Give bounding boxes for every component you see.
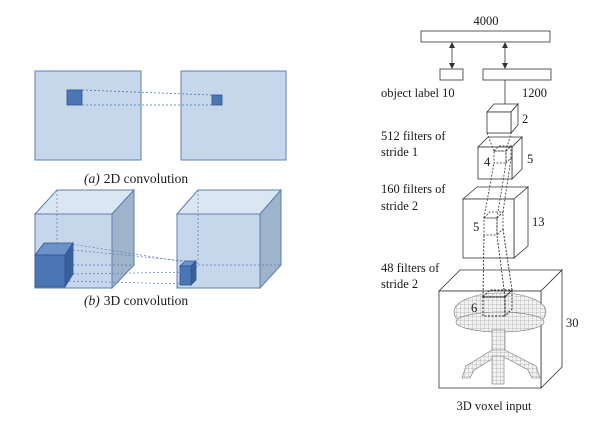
input-receptive-field: [481, 228, 514, 318]
caption-2d-text: 2D convolution: [104, 171, 189, 186]
input-caption: 3D voxel input: [457, 399, 533, 413]
conv2d-output-unit: [211, 94, 223, 106]
layer3-filters-line2: stride 1: [381, 145, 418, 159]
double-arrow-label: [449, 42, 455, 69]
conv2d-input-map: [34, 70, 142, 161]
conv2d-panel: [34, 70, 287, 161]
conv3d-output-unit: [179, 260, 197, 286]
layer1-filters-line2: stride 2: [381, 277, 418, 291]
fc4000-label: 4000: [474, 14, 499, 28]
layer3-cube: [486, 102, 519, 135]
layer1-size-label: 13: [532, 215, 545, 229]
conv3d-panel: [33, 188, 283, 290]
fc1200-bar: [482, 68, 552, 81]
conv2d-projection-top: [81, 89, 213, 96]
conv2d-kernel: [66, 89, 83, 106]
layer2-filters-line2: stride 2: [381, 199, 418, 213]
fc4000-bar: [420, 30, 551, 43]
layer2-kernel-label: 4: [484, 155, 491, 169]
caption-3d: (b) 3D convolution: [84, 293, 188, 308]
layer1-kernel-label: 5: [473, 220, 479, 234]
voxel-stem: [491, 329, 506, 353]
caption-3d-text: 3D convolution: [104, 293, 189, 308]
layer3-filters-line1: 512 filters of: [381, 129, 446, 143]
caption-3d-prefix: (b): [84, 293, 100, 308]
fc1200-label: 1200: [522, 86, 547, 100]
conv3d-output-volume: [175, 188, 283, 290]
input-kernel-label: 6: [471, 301, 477, 315]
voxel-chair: [453, 292, 547, 385]
input-size-label: 30: [566, 316, 579, 330]
layer1-cube: [461, 186, 530, 259]
caption-2d: (a) 2D convolution: [84, 171, 188, 186]
layer2-filters-line1: 160 filters of: [381, 182, 446, 196]
conv2d-output-map: [180, 70, 287, 161]
double-arrow-fc: [502, 42, 508, 69]
architecture-panel: [420, 30, 563, 389]
conv3d-projection-lines: [64, 242, 196, 285]
conv3d-kernel: [34, 241, 74, 289]
architecture-labels: 4000 object label 10 1200 2 512 filters …: [381, 14, 579, 413]
voxel-legs: [461, 349, 541, 379]
layer1-receptive-field: [483, 157, 512, 236]
caption-2d-prefix: (a): [84, 171, 100, 186]
layer3-size-label: 2: [522, 112, 528, 126]
layer2-size-label: 5: [527, 152, 533, 166]
layer1-filters-line1: 48 filters of: [381, 261, 440, 275]
layer2-receptive-field: [486, 132, 512, 164]
object-label-text: object label 10: [381, 86, 455, 100]
object-label-bar: [439, 68, 464, 81]
